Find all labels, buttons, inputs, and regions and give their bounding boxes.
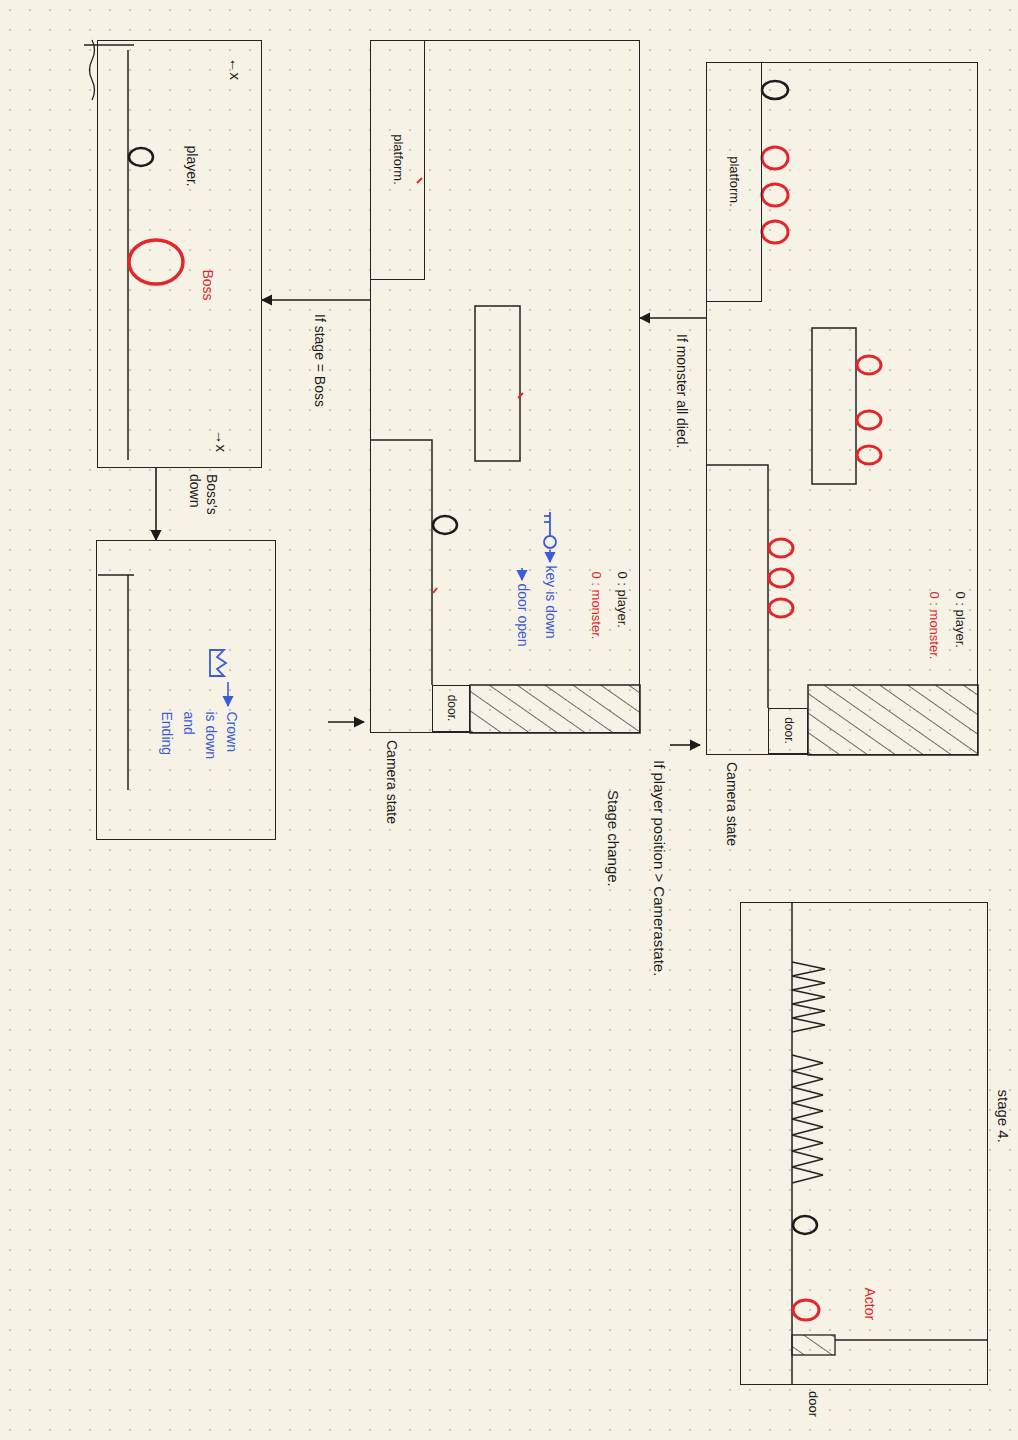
camera-arrow [670, 744, 700, 746]
panel-text: Boss [200, 270, 217, 301]
panel-text: 0 : player. [615, 572, 631, 628]
boss-stage-panel: player. Boss ←x →x [97, 40, 262, 468]
hatched-wall [808, 685, 978, 755]
floating-platform [812, 328, 856, 484]
flow-arrow [640, 317, 706, 319]
panel-text: Actor [862, 1288, 879, 1321]
panel-text: Crown is down and Ending [156, 712, 243, 764]
monster-marker [769, 569, 793, 587]
key-icon [544, 512, 556, 548]
monster-marker [857, 411, 881, 429]
player-marker [129, 148, 153, 166]
red-marks [417, 178, 523, 593]
edge-label: Boss's down [186, 472, 220, 534]
crown-guide [206, 663, 228, 706]
red-tick [518, 393, 523, 398]
door-box: door. [769, 708, 809, 754]
panel-text: 0 : player. [953, 592, 969, 648]
door-note: door [805, 1391, 821, 1417]
rule-note: If player position > Camerastate. [650, 760, 668, 976]
player-marker [433, 516, 457, 534]
monster-marker [857, 446, 881, 464]
key-bow [544, 536, 556, 548]
stage-panel: 0 : player. 0 : monster. platform. door. [706, 62, 978, 755]
panel-text: 0 : monster. [927, 592, 943, 660]
box-label: platform. [727, 156, 743, 207]
crown-icon [210, 650, 226, 676]
panel-text: →x [213, 430, 231, 453]
panel-text: door open [515, 584, 532, 647]
spike-row [792, 1055, 823, 1183]
hatched-door [792, 1335, 835, 1355]
actor-marker [793, 1300, 819, 1320]
floating-platform [475, 306, 520, 461]
key-tooth [544, 521, 550, 523]
boss-marker [129, 240, 183, 284]
box-label: platform. [390, 134, 406, 185]
red-tick [417, 178, 422, 183]
flow-arrow [155, 468, 157, 540]
box-label: door. [444, 695, 458, 722]
box-label: door. [781, 717, 795, 744]
wave-mark [90, 40, 95, 100]
flow-arrow [262, 299, 370, 301]
edge-mark [98, 574, 134, 576]
player-marker [762, 81, 788, 99]
monster-marker [762, 221, 788, 243]
note-arrow [521, 568, 523, 580]
edge-label: If stage = Boss [311, 312, 328, 409]
camera-note: Camera state [723, 762, 740, 846]
floor-line [706, 465, 768, 708]
spike-row [792, 962, 825, 1032]
panel-text: key is down [543, 566, 560, 639]
platform-box: platform. [707, 62, 763, 302]
panel-text: player. [184, 146, 201, 187]
monster-marker [762, 184, 788, 206]
ending-panel: Crown is down and Ending [96, 540, 276, 840]
camera-arrow [328, 721, 364, 723]
key-tooth [544, 515, 550, 517]
camera-note: Camera state [383, 740, 400, 824]
monster-marker [769, 539, 793, 557]
wall-line [835, 1339, 988, 1341]
red-tick [433, 588, 437, 593]
edge-label: If monster all died. [673, 332, 690, 450]
rule-note: Stage change. [604, 790, 622, 887]
floor-line [370, 440, 432, 685]
monster-group [762, 147, 881, 617]
hatched-wall [470, 685, 640, 733]
stage-panel: stage 4.Actor [740, 902, 988, 1385]
panel-text: 0 : monster. [589, 572, 605, 640]
door-box: door. [433, 685, 471, 732]
note-arrow [227, 682, 229, 706]
panel-text: ←x [227, 58, 245, 81]
player-marker [793, 1216, 817, 1234]
monster-marker [762, 147, 788, 169]
stage-panel: 0 : player. 0 : monster. key is down door o… [370, 40, 640, 733]
panel-text: stage 4. [995, 1090, 1013, 1143]
floor-line [127, 575, 129, 790]
note-arrow [549, 550, 551, 562]
monster-marker [857, 356, 881, 374]
platform-box: platform. [371, 40, 426, 280]
edge-mark [84, 44, 134, 46]
monster-marker [769, 599, 793, 617]
